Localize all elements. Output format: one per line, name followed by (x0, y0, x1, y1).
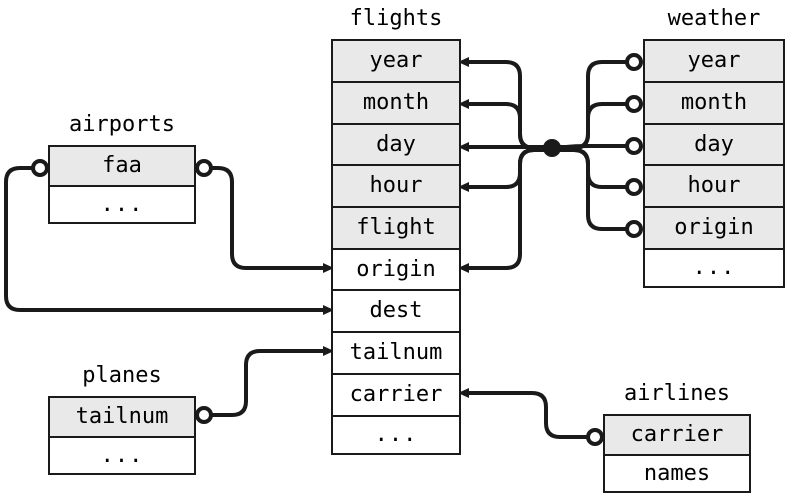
field-weather-more: ... (645, 250, 783, 285)
field-label: dest (369, 298, 423, 323)
field-weather-origin[interactable]: origin (645, 208, 783, 250)
table-title-weather: weather (667, 6, 761, 31)
field-label: ... (692, 254, 736, 280)
field-airports-faa[interactable]: faa (50, 147, 194, 187)
table-box-planes: tailnum ... (48, 396, 196, 475)
field-flights-day[interactable]: day (333, 125, 459, 166)
field-label: hour (369, 173, 423, 198)
table-title-planes: planes (82, 363, 162, 388)
field-flights-tailnum[interactable]: tailnum (333, 333, 459, 375)
wire-airports-origin (206, 166, 334, 273)
wire-weather-month (552, 102, 636, 150)
field-label: ... (100, 442, 144, 468)
wire-weather-day (552, 144, 636, 149)
field-flights-year[interactable]: year (333, 41, 459, 83)
port-weather-year (625, 53, 643, 71)
port-weather-month (625, 95, 643, 113)
table-title-airports: airports (69, 112, 175, 137)
wire-weather-origin (552, 148, 636, 231)
field-label: ... (100, 191, 144, 217)
field-label: ... (374, 421, 418, 447)
field-label: carrier (349, 382, 443, 407)
field-flights-carrier[interactable]: carrier (333, 375, 459, 417)
field-weather-day[interactable]: day (645, 125, 783, 166)
field-label: carrier (630, 422, 724, 447)
field-flights-origin[interactable]: origin (333, 250, 459, 291)
field-label: year (369, 48, 423, 73)
wire-airlines-carrier (458, 388, 593, 439)
field-airlines-names[interactable]: names (605, 456, 749, 491)
field-label: tailnum (349, 340, 443, 365)
port-airlines-carrier (586, 428, 604, 446)
field-airlines-carrier[interactable]: carrier (605, 416, 749, 456)
field-label: month (680, 90, 748, 115)
field-flights-dest[interactable]: dest (333, 291, 459, 333)
field-flights-month[interactable]: month (333, 83, 459, 125)
wire-flights-hour (458, 148, 552, 192)
table-title-flights: flights (349, 6, 443, 31)
port-airports-faa-right (195, 159, 213, 177)
table-box-airports: faa ... (48, 145, 196, 224)
field-label: day (694, 132, 734, 157)
field-label: origin (674, 215, 754, 240)
wire-weather-hour (552, 148, 636, 189)
port-weather-day (625, 137, 643, 155)
field-label: tailnum (75, 404, 169, 429)
field-weather-month[interactable]: month (645, 83, 783, 125)
field-label: faa (102, 153, 142, 178)
table-box-flights: year month day hour flight origin dest t… (331, 39, 461, 455)
field-label: origin (356, 257, 436, 282)
port-planes-tailnum (195, 406, 213, 424)
field-label: names (643, 460, 711, 486)
table-box-weather: year month day hour origin ... (643, 39, 785, 288)
wire-weather-year (552, 60, 636, 150)
field-flights-hour[interactable]: hour (333, 166, 459, 208)
port-weather-hour (625, 178, 643, 196)
field-label: year (687, 48, 741, 73)
wire-flights-month (458, 99, 552, 150)
table-title-airlines: airlines (624, 381, 730, 406)
wire-flights-year (458, 57, 552, 150)
field-label: flight (356, 215, 436, 240)
port-airports-faa-left (31, 159, 49, 177)
wire-flights-origin-from-weather (458, 148, 552, 273)
port-weather-origin (625, 220, 643, 238)
field-planes-tailnum[interactable]: tailnum (50, 398, 194, 438)
field-label: day (376, 132, 416, 157)
field-flights-more: ... (333, 417, 459, 452)
field-label: month (362, 90, 430, 115)
junction-dot (543, 139, 561, 157)
field-weather-hour[interactable]: hour (645, 166, 783, 208)
field-label: hour (687, 173, 741, 198)
field-flights-flight[interactable]: flight (333, 208, 459, 250)
field-airports-more: ... (50, 187, 194, 222)
field-planes-more: ... (50, 438, 194, 473)
wire-planes-tailnum (206, 346, 334, 417)
table-box-airlines: carrier names (603, 414, 751, 493)
field-weather-year[interactable]: year (645, 41, 783, 83)
